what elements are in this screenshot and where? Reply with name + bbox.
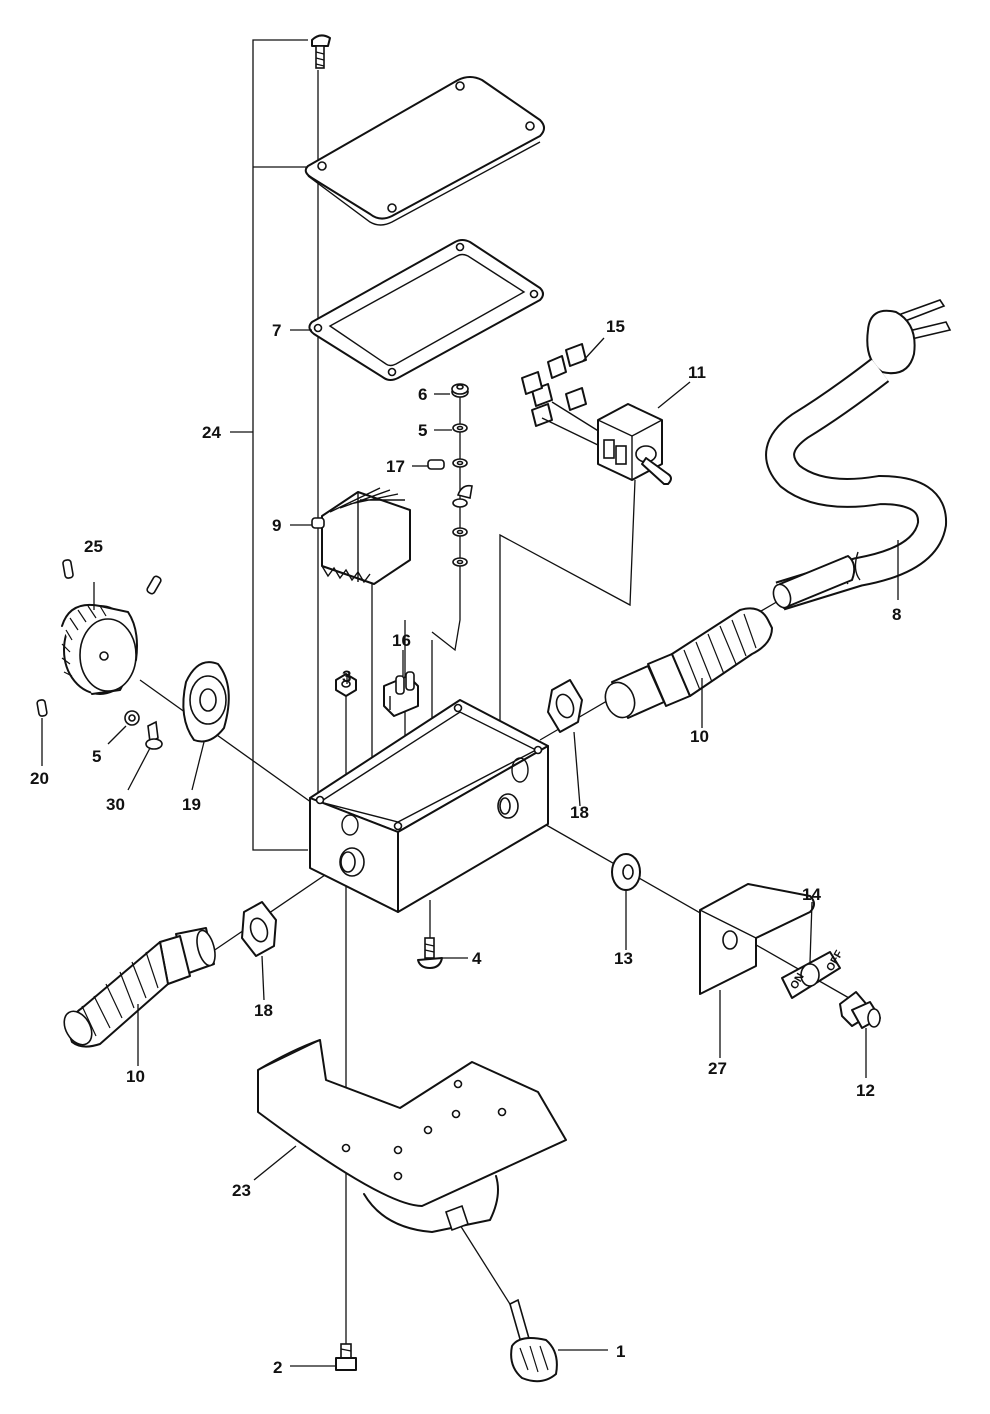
callout-18-left: 18 — [254, 1001, 273, 1020]
callout-14: 14 — [802, 885, 821, 904]
callout-20: 20 — [30, 769, 49, 788]
pedal-screw — [335, 1343, 357, 1371]
callout-3: 3 — [342, 667, 351, 686]
callout-13: 13 — [614, 949, 633, 968]
push-button — [839, 991, 881, 1029]
control-knob — [36, 559, 162, 717]
callout-6: 6 — [418, 385, 427, 404]
cover-plate — [304, 76, 545, 226]
callout-24: 24 — [202, 423, 221, 442]
callout-16: 16 — [392, 631, 411, 650]
knob-washer-screw — [124, 710, 163, 750]
callout-10-left: 10 — [126, 1067, 145, 1086]
heat-sink — [311, 487, 411, 585]
callout-leaders — [41, 39, 899, 1367]
terminals — [521, 343, 601, 447]
washer — [611, 853, 641, 891]
callout-17: 17 — [386, 457, 405, 476]
callout-5-lower: 5 — [92, 747, 101, 766]
lock-nut-right — [547, 679, 583, 733]
callout-18-right: 18 — [570, 803, 589, 822]
toggle-switch — [597, 403, 672, 485]
callout-11: 11 — [688, 363, 706, 382]
box-screw — [417, 937, 443, 969]
foot-pedal — [257, 1039, 567, 1233]
callout-10-right: 10 — [690, 727, 709, 746]
callout-9: 9 — [272, 516, 281, 535]
stud-stack — [427, 383, 473, 567]
callout-5-upper: 5 — [418, 421, 427, 440]
callout-30: 30 — [106, 795, 125, 814]
spacer-ring — [182, 661, 230, 743]
strain-relief-right — [604, 607, 773, 719]
callout-8: 8 — [892, 605, 901, 624]
callout-12: 12 — [856, 1081, 875, 1100]
callout-labels: 1 2 3 4 5 5 6 7 8 9 10 10 11 12 13 14 15… — [30, 317, 901, 1377]
callout-23: 23 — [232, 1181, 251, 1200]
bracket — [699, 883, 815, 995]
enclosure-box — [309, 699, 549, 913]
on-off-plate: ON OFF — [781, 948, 846, 999]
callout-2: 2 — [273, 1358, 282, 1377]
callout-15: 15 — [606, 317, 625, 336]
lock-nut-left — [241, 901, 277, 957]
terminal-block — [383, 671, 419, 717]
callout-7: 7 — [272, 321, 281, 340]
callout-1: 1 — [616, 1342, 625, 1361]
pivot-bolt — [509, 1298, 558, 1383]
plate-off-label: OFF — [824, 948, 846, 973]
strain-relief-left — [63, 927, 216, 1048]
callout-19: 19 — [182, 795, 201, 814]
cover-screw — [311, 34, 331, 69]
callout-4: 4 — [472, 949, 482, 968]
gasket — [308, 239, 544, 381]
nut — [335, 673, 357, 697]
callout-25: 25 — [84, 537, 103, 556]
power-cord — [765, 299, 952, 611]
callout-27: 27 — [708, 1059, 727, 1078]
